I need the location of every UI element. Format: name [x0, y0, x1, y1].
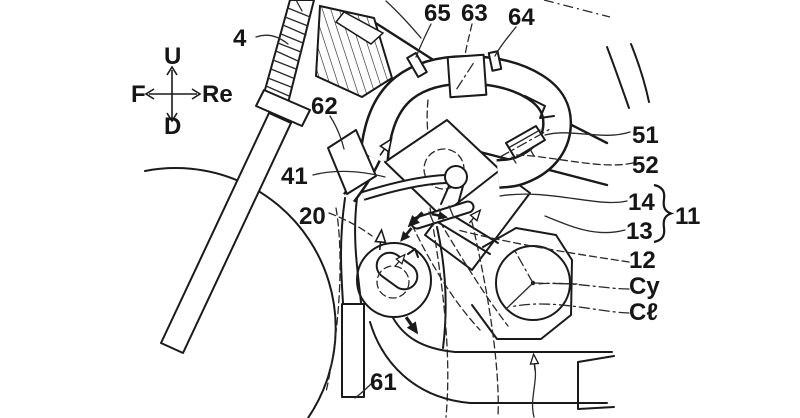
compass-up-arrowhead	[166, 65, 178, 76]
sensor-body-51	[505, 125, 546, 159]
ref-4-label: 4	[233, 25, 247, 52]
ref-13-label: 13	[626, 218, 653, 245]
leader-61	[354, 383, 372, 399]
valve-hidden-circle	[376, 265, 410, 299]
clip-rear-body	[487, 50, 503, 72]
ref-cl-label: Cℓ	[629, 299, 658, 326]
fork-stanchion-ribs	[265, 7, 311, 97]
duct-bracket-step	[524, 95, 555, 119]
exhaust-pipe-upper-edge	[389, 311, 613, 353]
brace-11	[653, 183, 675, 244]
duct-core	[361, 57, 570, 187]
ref-20-label: 20	[299, 203, 326, 230]
duct-clip-front	[406, 51, 428, 79]
fork-collar	[255, 89, 311, 127]
leader-64	[494, 26, 517, 57]
frame-tube-right-a	[606, 46, 630, 109]
hidden-line-c	[429, 207, 449, 418]
exhaust-system	[369, 311, 615, 418]
ref-12-label: 12	[629, 247, 656, 274]
gusset-facet	[334, 11, 385, 45]
compass-front-label: F	[131, 81, 146, 108]
steering-axis-stub	[543, 0, 611, 18]
leader-4	[255, 34, 289, 45]
leader-52	[515, 154, 634, 166]
compass-down-arrowhead	[166, 112, 178, 123]
ref-65-label: 65	[424, 0, 451, 27]
leader-63	[464, 23, 473, 57]
leader-cy	[536, 282, 630, 290]
ref-62-label: 62	[311, 93, 338, 120]
ref-64-label: 64	[508, 4, 535, 31]
compass-rear-arrowhead	[191, 88, 202, 100]
component-61-body	[341, 303, 365, 398]
leader-top-cut	[385, 0, 422, 39]
ref-52-label: 52	[632, 152, 659, 179]
leader-20	[328, 212, 373, 237]
clip-front-body	[406, 51, 428, 79]
flow-arrow-exhaust	[528, 353, 540, 372]
muffler-joint	[577, 355, 615, 410]
leader-13	[544, 215, 626, 234]
compass-front-arrowhead	[144, 88, 155, 100]
leader-cl	[509, 303, 630, 314]
reference-labels: 4 U F Re D 65 63 64 62 41 20 51 52 14 13…	[131, 0, 700, 396]
leader-14	[499, 193, 628, 204]
valve-capsule	[375, 251, 419, 291]
hidden-line-f	[325, 207, 341, 393]
sensor-axis	[499, 127, 553, 158]
ref-11-label: 11	[675, 203, 700, 230]
throttle-valve	[375, 251, 419, 291]
downtube-edge-a	[340, 197, 346, 304]
joint-ring	[444, 165, 468, 189]
leader-65	[415, 23, 432, 58]
joint-pipe-core	[362, 176, 447, 199]
front-fork	[160, 0, 394, 354]
fork-slider-tube	[160, 112, 292, 354]
ref-14-label: 14	[628, 189, 655, 216]
downtube-and-canister	[325, 129, 377, 398]
intake-duct	[342, 54, 573, 203]
downtube-edge-b	[354, 197, 362, 304]
sensor-feet	[511, 148, 535, 164]
cylinder-joint-line-b	[435, 220, 491, 255]
hidden-line-d	[471, 221, 499, 418]
crank-radius-line	[505, 282, 534, 310]
resonator-box-body	[446, 53, 488, 99]
compass-rear-label: Re	[202, 81, 233, 108]
ref-51-label: 51	[632, 122, 659, 149]
hidden-line-b	[433, 211, 509, 327]
throttle-body	[356, 242, 432, 318]
cylinder-axis-dashdot	[514, 250, 534, 284]
engine-front-edge	[436, 226, 447, 349]
compass-up-label: U	[164, 43, 181, 70]
valve-notch	[407, 248, 419, 258]
leader-62	[329, 115, 345, 150]
exhaust-pipe-lower-edge	[369, 321, 608, 404]
component-62-body	[327, 129, 377, 195]
intake-resonator-box	[446, 53, 488, 99]
resonator-hidden-mark	[456, 62, 474, 90]
frame-tube-right-b	[630, 43, 650, 103]
fork-top-leader-stub	[295, 0, 303, 12]
spray-arrow-b	[395, 223, 417, 247]
ref-cy-label: Cy	[629, 273, 660, 300]
direction-compass	[144, 65, 202, 123]
crankcase-outline	[471, 227, 573, 340]
compass-down-label: D	[164, 113, 181, 140]
ref-41-label: 41	[281, 163, 308, 190]
ref-63-label: 63	[461, 0, 488, 27]
hidden-line-a	[411, 224, 481, 331]
leader-lines	[255, 0, 634, 399]
leader-41	[312, 170, 386, 178]
leader-12	[457, 229, 630, 263]
duct-clip-rear	[487, 50, 503, 72]
leader-51	[544, 131, 631, 136]
sensor-edge-line	[509, 129, 541, 148]
exhaust-leader-line	[531, 362, 537, 418]
ref-61-label: 61	[370, 369, 397, 396]
duct-accessories	[406, 50, 555, 164]
